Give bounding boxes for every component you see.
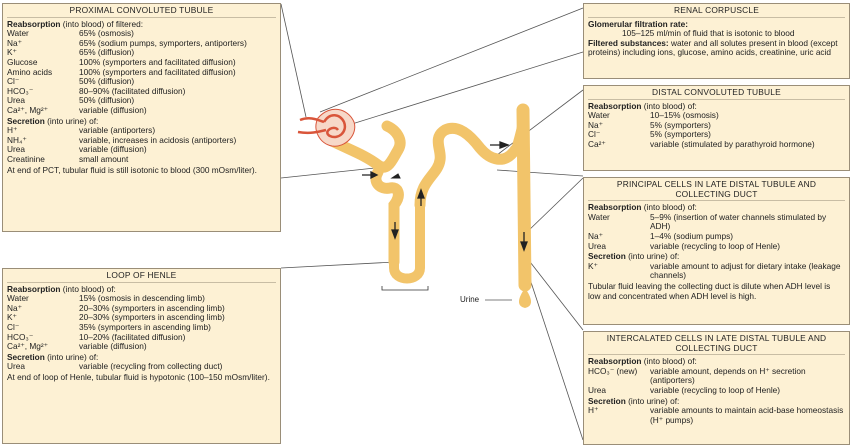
item-value: variable (diffusion) [79,106,276,116]
pct-reabs-rest: (into blood) of filtered: [60,19,143,29]
principal-reabs-head: Reabsorption [588,202,641,212]
principal-sec-rest: (into urine) of: [626,251,680,261]
list-item: K⁺variable amount to adjust for dietary … [588,262,845,281]
loop-sec-rest: (into urine) of: [45,352,99,362]
item-value: variable (recycling to loop of Henle) [650,386,845,396]
item-substance: H⁺ [588,406,650,425]
item-substance: Ca²⁺, Mg²⁺ [7,342,79,352]
list-item: HCO₃⁻ (new)variable amount, depends on H… [588,367,845,386]
corpuscle-box: RENAL CORPUSCLE Glomerular filtration ra… [583,3,850,79]
loop-reabs-head: Reabsorption [7,284,60,294]
list-item: Ureavariable (diffusion) [7,145,276,155]
intercalated-reabs-head: Reabsorption [588,356,641,366]
list-item: Ureavariable (recycling to loop of Henle… [588,242,845,252]
pct-sec-rest: (into urine) of: [45,116,99,126]
intercalated-box: INTERCALATED CELLS IN LATE DISTAL TUBULE… [583,331,850,445]
item-substance: Urea [588,242,650,252]
loop-note: At end of loop of Henle, tubular fluid i… [7,373,276,383]
item-value: small amount [79,155,276,165]
item-substance: Urea [588,386,650,396]
pct-title: PROXIMAL CONVOLUTED TUBULE [7,6,276,18]
item-substance: Water [588,213,650,232]
item-substance: Ca²⁺ [588,140,650,150]
loop-bracket [382,286,428,290]
loop-sec-head: Secretion [7,352,45,362]
leader-lines [281,4,583,440]
pct-reabs-head: Reabsorption [7,19,60,29]
glomerulus [298,109,355,146]
item-value: variable (diffusion) [79,342,276,352]
list-item: Ca²⁺, Mg²⁺variable (diffusion) [7,342,276,352]
dct-title: DISTAL CONVOLUTED TUBULE [588,88,845,100]
item-substance: Ca²⁺, Mg²⁺ [7,106,79,116]
item-value: variable amount, depends on H⁺ secretion… [650,367,845,386]
pct-reabs-list: Water65% (osmosis)Na⁺65% (sodium pumps, … [7,29,276,115]
dct-box: DISTAL CONVOLUTED TUBULE Reabsorption (i… [583,85,850,171]
item-value: variable (recycling from collecting duct… [79,362,276,372]
item-value: variable amount to adjust for dietary in… [650,262,845,281]
list-item: Ca²⁺, Mg²⁺variable (diffusion) [7,106,276,116]
item-value: 5–9% (insertion of water channels stimul… [650,213,845,232]
intercalated-title: INTERCALATED CELLS IN LATE DISTAL TUBULE… [588,334,845,355]
item-substance: HCO₃⁻ (new) [588,367,650,386]
dct-reabs-rest: (into blood) of: [641,101,696,111]
principal-reabs-rest: (into blood) of: [641,202,696,212]
corpuscle-title: RENAL CORPUSCLE [588,6,845,18]
list-item: Na⁺65% (sodium pumps, symporters, antipo… [7,39,276,49]
item-value: variable amounts to maintain acid-base h… [650,406,845,425]
list-item: Creatininesmall amount [7,155,276,165]
principal-title: PRINCIPAL CELLS IN LATE DISTAL TUBULE AN… [588,180,845,201]
principal-note: Tubular fluid leaving the collecting duc… [588,282,845,301]
list-item: Amino acids100% (symporters and facilita… [7,68,276,78]
pct-note: At end of PCT, tubular fluid is still is… [7,166,276,176]
loop-box: LOOP OF HENLE Reabsorption (into blood) … [2,268,281,444]
item-substance: Na⁺ [7,39,79,49]
dct-reabs-head: Reabsorption [588,101,641,111]
item-value: variable (recycling to loop of Henle) [650,242,845,252]
loop-reabs-list: Water15% (osmosis in descending limb)Na⁺… [7,294,276,352]
intercalated-sec-list: H⁺variable amounts to maintain acid-base… [588,406,845,425]
principal-box: PRINCIPAL CELLS IN LATE DISTAL TUBULE AN… [583,177,850,325]
distal-tubule [420,128,515,205]
item-substance: K⁺ [588,262,650,281]
list-item: Water10–15% (osmosis) [588,111,845,121]
list-item: Na⁺5% (symporters) [588,121,845,131]
list-item: Ca²⁺variable (stimulated by parathyroid … [588,140,845,150]
item-value: variable (stimulated by parathyroid horm… [650,140,845,150]
loop-of-henle [394,205,420,279]
urine-label: Urine [460,295,479,304]
item-substance: Urea [7,362,79,372]
item-substance: Na⁺ [7,304,79,314]
corpuscle-filt-head: Filtered substances: [588,38,669,48]
pct-box: PROXIMAL CONVOLUTED TUBULE Reabsorption … [2,3,281,232]
intercalated-reabs-rest: (into blood) of: [641,356,696,366]
intercalated-reabs-list: HCO₃⁻ (new)variable amount, depends on H… [588,367,845,396]
loop-title: LOOP OF HENLE [7,271,276,283]
list-item: HCO₃⁻80–90% (facilitated diffusion) [7,87,276,97]
loop-reabs-rest: (into blood) of: [60,284,115,294]
urine-drop [519,288,531,308]
intercalated-sec-head: Secretion [588,396,626,406]
principal-sec-list: K⁺variable amount to adjust for dietary … [588,262,845,281]
item-substance: Creatinine [7,155,79,165]
intercalated-sec-rest: (into urine) of: [626,396,680,406]
pct-sec-list: H⁺variable (antiporters)NH₄⁺variable, in… [7,126,276,164]
list-item: H⁺variable amounts to maintain acid-base… [588,406,845,425]
principal-reabs-list: Water5–9% (insertion of water channels s… [588,213,845,251]
principal-sec-head: Secretion [588,251,626,261]
pct-sec-head: Secretion [7,116,45,126]
